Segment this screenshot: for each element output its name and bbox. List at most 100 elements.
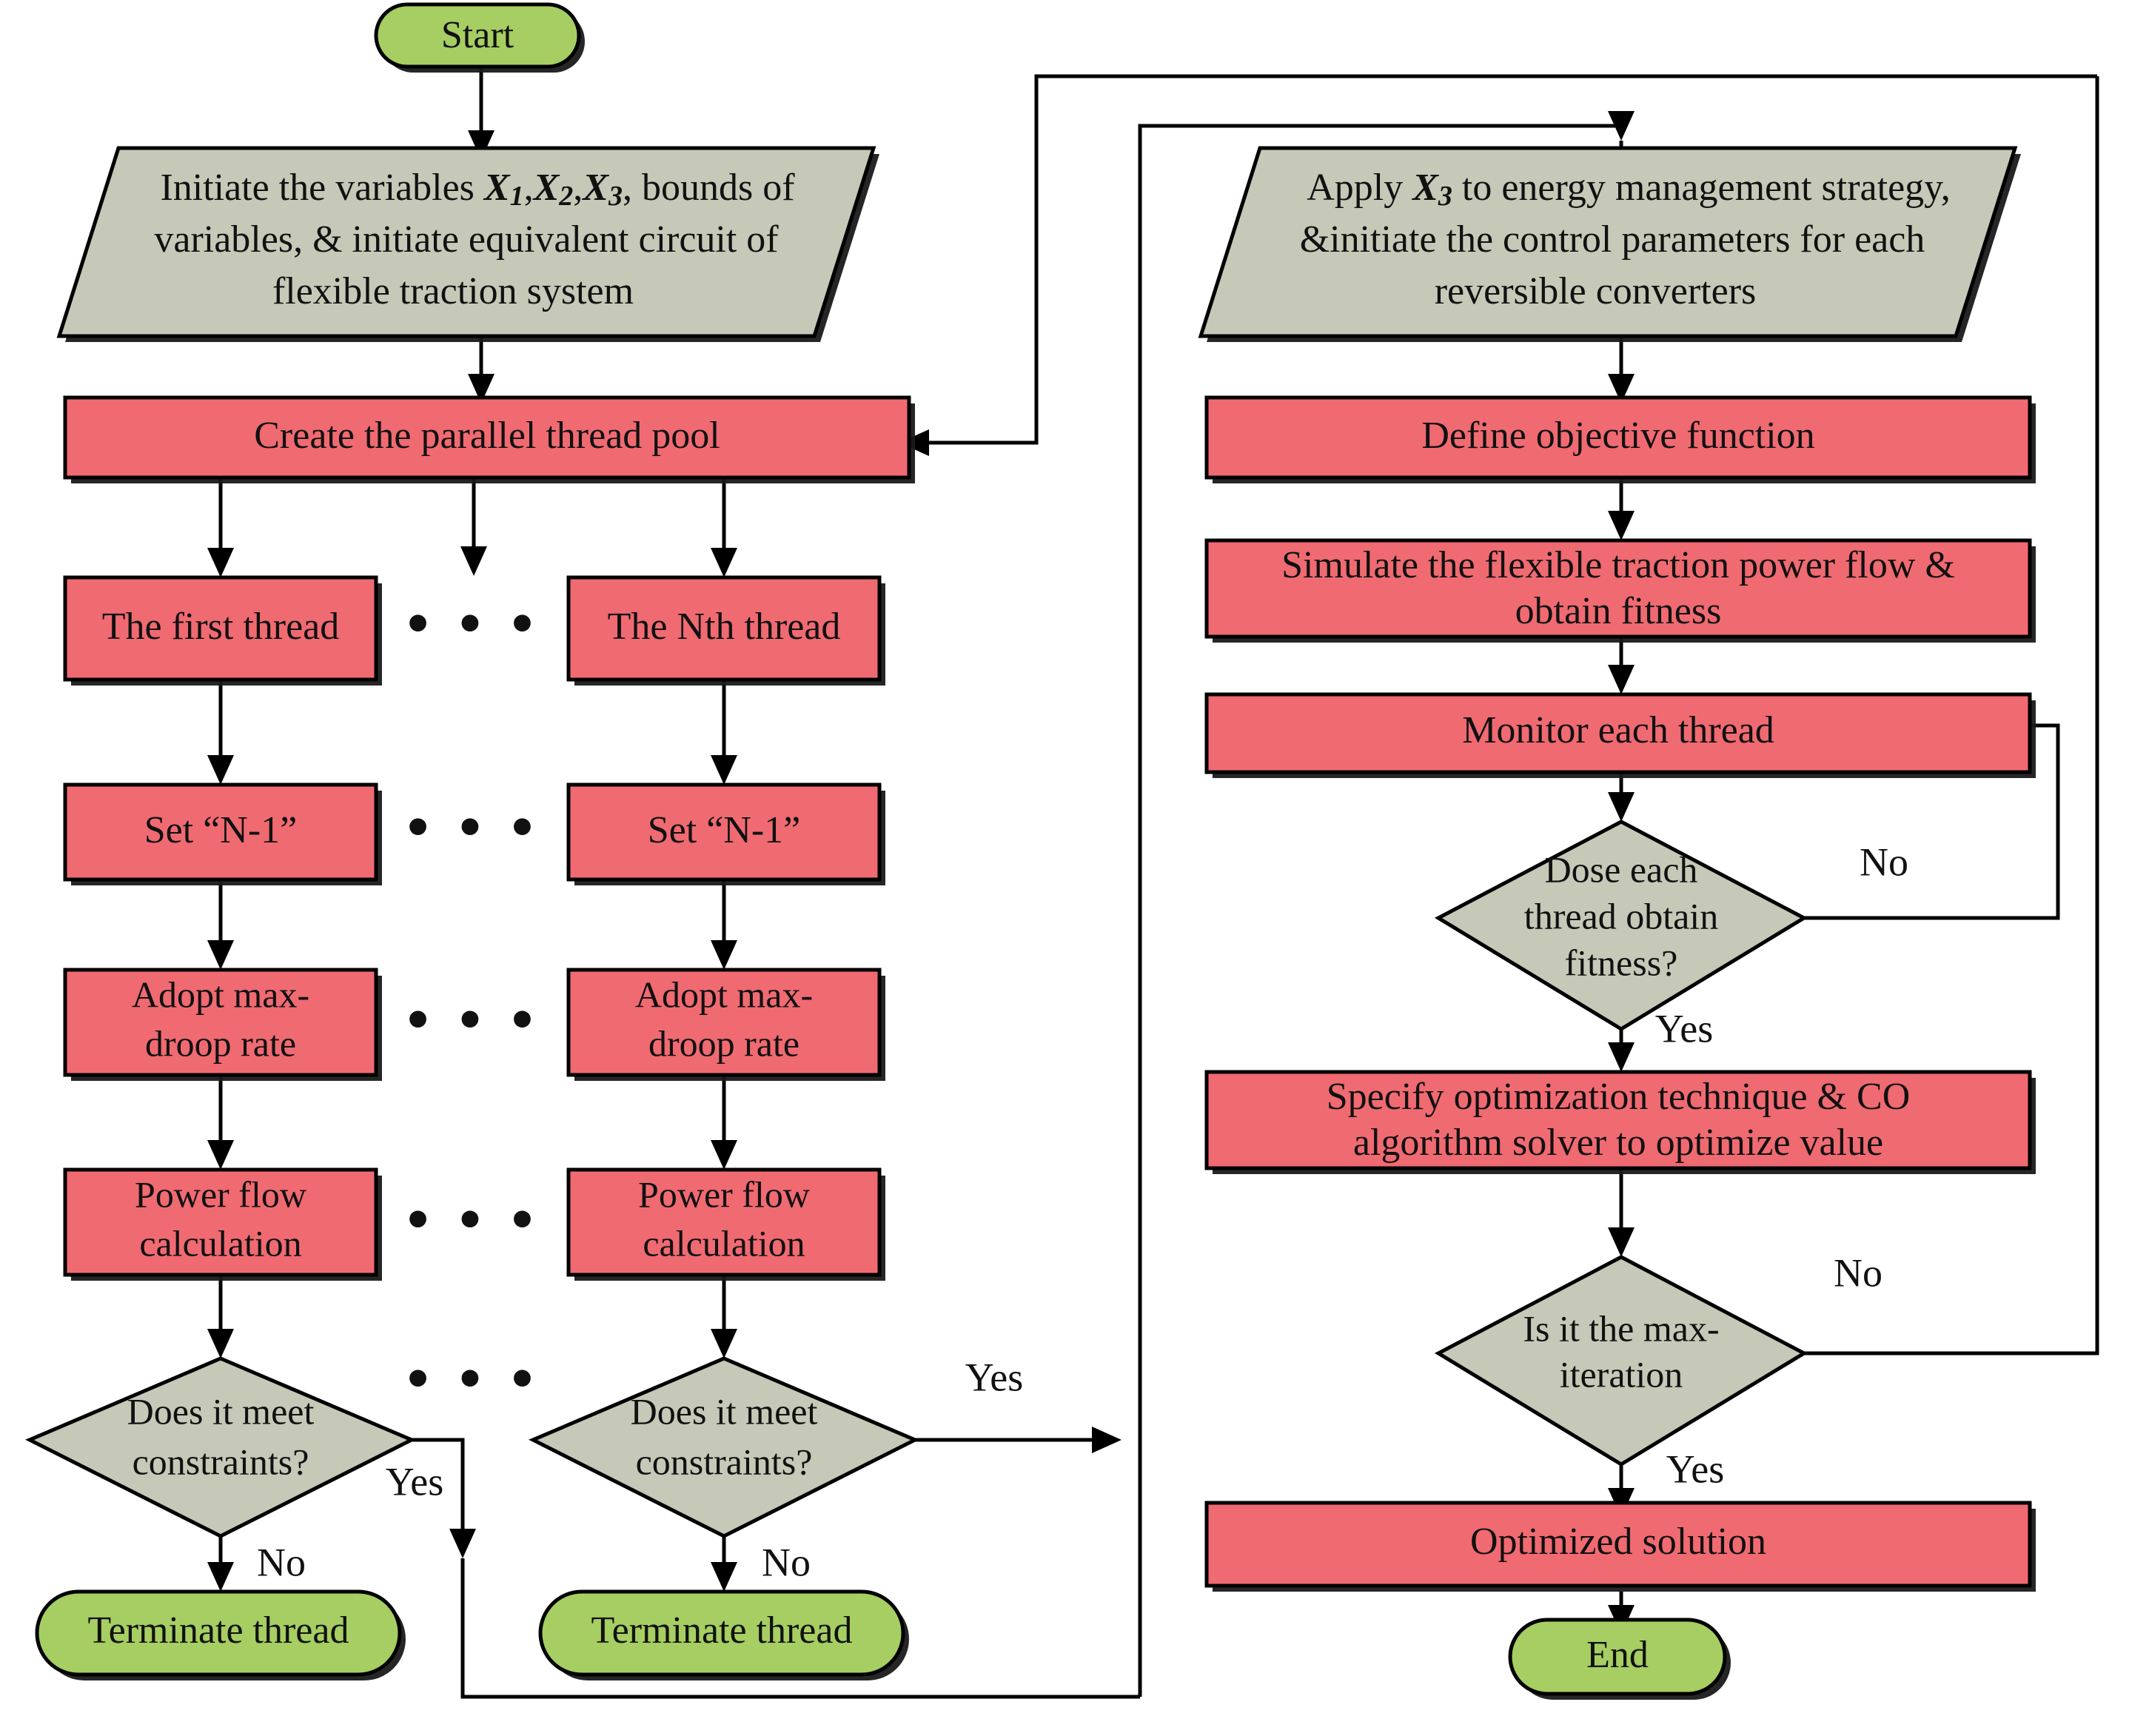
droopleft-line1: Adopt max- bbox=[132, 973, 309, 1015]
node-constraints-left[interactable]: Does it meet constraints? bbox=[25, 1356, 416, 1538]
label-no-max-iter: No bbox=[1834, 1250, 1883, 1295]
label-no-left-constraints: No bbox=[257, 1540, 306, 1584]
arrowhead-simulate-to-monitor bbox=[1608, 665, 1635, 694]
specify-line1: Specify optimization technique & CO bbox=[1327, 1076, 1911, 1118]
node-terminate-left[interactable]: Terminate thread bbox=[35, 1589, 406, 1680]
setn1right-label: Set “N-1” bbox=[648, 809, 800, 851]
node-set-n1-left[interactable]: Set “N-1” bbox=[63, 782, 382, 885]
init-line2: variables, & initiate equivalent circuit… bbox=[154, 218, 779, 261]
end-shape bbox=[1508, 1618, 1727, 1696]
maxiter-line1: Is it the max- bbox=[1523, 1307, 1719, 1349]
arrowhead-setn1-to-droop-right bbox=[711, 940, 737, 970]
maxiter-shape bbox=[1434, 1255, 1808, 1467]
node-start[interactable]: Start bbox=[374, 2, 585, 73]
droopleft-shape bbox=[63, 968, 378, 1077]
node-droop-left[interactable]: Adopt max- droop rate bbox=[63, 968, 382, 1081]
arrowhead-specify-to-maxiter bbox=[1608, 1227, 1635, 1257]
node-constraints-right[interactable]: Does it meet constraints? bbox=[529, 1356, 919, 1538]
node-first-thread[interactable]: The first thread bbox=[63, 575, 382, 686]
node-droop-right[interactable]: Adopt max- droop rate bbox=[566, 968, 885, 1081]
ellipsis-constraints: • • • bbox=[407, 1344, 540, 1412]
node-simulate[interactable]: Simulate the flexible traction power flo… bbox=[1204, 538, 2036, 643]
connector-layer bbox=[207, 68, 2099, 1699]
firstthread-label: The first thread bbox=[102, 606, 340, 648]
label-yes-fitness: Yes bbox=[1655, 1006, 1714, 1050]
termleft-label: Terminate thread bbox=[88, 1609, 349, 1652]
arrowhead-setn1-to-droop-left bbox=[207, 940, 234, 970]
node-terminate-right[interactable]: Terminate thread bbox=[538, 1589, 909, 1680]
simulate-line2: obtain fitness bbox=[1515, 590, 1722, 632]
node-nth-thread[interactable]: The Nth thread bbox=[566, 575, 885, 686]
node-initiate-variables[interactable]: Initiate the variables X1,X2,X3, bounds … bbox=[56, 146, 879, 342]
node-end[interactable]: End bbox=[1508, 1618, 1731, 1700]
constraintsleft-line1: Does it meet bbox=[127, 1390, 315, 1432]
pfleft-line1: Power flow bbox=[135, 1173, 306, 1215]
droopright-line2: droop rate bbox=[648, 1022, 799, 1064]
maxiter-line2: iteration bbox=[1560, 1353, 1683, 1395]
fitness-line1: Dose each bbox=[1545, 848, 1698, 890]
node-powerflow-left[interactable]: Power flow calculation bbox=[63, 1167, 382, 1281]
droopright-shape bbox=[566, 968, 882, 1077]
fitness-line3: fitness? bbox=[1565, 942, 1678, 983]
node-optimized-solution[interactable]: Optimized solution bbox=[1204, 1501, 2036, 1592]
monitor-label: Monitor each thread bbox=[1462, 709, 1774, 751]
specify-line2: algorithm solver to optimize value bbox=[1353, 1122, 1883, 1164]
setn1left-shape bbox=[63, 782, 378, 882]
pfright-line2: calculation bbox=[643, 1222, 805, 1264]
applyx3-line2: &initiate the control parameters for eac… bbox=[1300, 218, 1925, 261]
label-yes-max-iter: Yes bbox=[1666, 1447, 1725, 1491]
edge-constraints-yes-left-tail bbox=[460, 1558, 1140, 1699]
pool-shape bbox=[63, 395, 911, 480]
node-powerflow-right[interactable]: Power flow calculation bbox=[566, 1167, 885, 1281]
pfright-line1: Power flow bbox=[638, 1173, 810, 1215]
edge-outer-loop-to-pool bbox=[914, 74, 2097, 445]
applyx3-shape bbox=[1198, 146, 2018, 338]
arrowhead-applyx3-to-defineobj bbox=[1608, 374, 1635, 403]
arrowhead-pool-branch-right bbox=[711, 548, 737, 577]
node-specify-optimization[interactable]: Specify optimization technique & CO algo… bbox=[1204, 1070, 2036, 1174]
label-yes-right-constraints: Yes bbox=[965, 1355, 1024, 1399]
arrowhead-constraints-yes-left bbox=[449, 1529, 476, 1558]
arrowhead-firstthread-to-setn1 bbox=[207, 755, 234, 785]
ellipsis-layer: • • • • • • • • • • • • • • • bbox=[407, 589, 540, 1412]
simulate-line1: Simulate the flexible traction power flo… bbox=[1281, 544, 1955, 586]
start-label: Start bbox=[441, 14, 514, 56]
arrowhead-nththread-to-setn1 bbox=[711, 755, 737, 785]
arrowhead-constraints-yes-right bbox=[1092, 1427, 1122, 1453]
fitness-line2: thread obtain bbox=[1524, 895, 1718, 936]
termright-label: Terminate thread bbox=[591, 1609, 853, 1652]
node-thread-pool[interactable]: Create the parallel thread pool bbox=[63, 395, 915, 483]
label-yes-left-constraints: Yes bbox=[386, 1459, 444, 1504]
node-set-n1-right[interactable]: Set “N-1” bbox=[566, 782, 885, 885]
termleft-shape bbox=[35, 1589, 402, 1677]
ellipsis-setn1: • • • bbox=[407, 792, 540, 861]
arrowhead-droop-to-powerflow-left bbox=[207, 1140, 234, 1170]
droopleft-line2: droop rate bbox=[145, 1022, 296, 1064]
defineobj-label: Define objective function bbox=[1421, 415, 1814, 457]
node-max-iteration[interactable]: Is it the max- iteration bbox=[1434, 1255, 1808, 1467]
node-apply-x3[interactable]: Apply X3 to energy management strategy, … bbox=[1198, 146, 2021, 342]
start-shape bbox=[374, 2, 581, 69]
arrowhead-bus-to-applyx3 bbox=[1608, 111, 1635, 141]
nththread-shape bbox=[566, 575, 882, 682]
edge-label-layer: Yes No Yes No No Yes No Yes bbox=[257, 839, 1908, 1584]
arrowhead-pool-branch-mid bbox=[460, 546, 487, 576]
node-define-objective[interactable]: Define objective function bbox=[1204, 395, 2036, 483]
nththread-label: The Nth thread bbox=[608, 606, 841, 648]
node-fitness-check[interactable]: Dose each thread obtain fitness? bbox=[1434, 820, 1808, 1031]
arrowhead-powerflow-to-constraints-right bbox=[711, 1329, 737, 1358]
init-line1: Initiate the variables X1,X2,X3, bounds … bbox=[160, 167, 795, 212]
simulate-shape bbox=[1204, 538, 2032, 639]
arrowhead-start-to-init bbox=[468, 130, 494, 160]
optimized-shape bbox=[1204, 1501, 2032, 1588]
node-monitor[interactable]: Monitor each thread bbox=[1204, 692, 2036, 778]
setn1left-label: Set “N-1” bbox=[144, 809, 297, 851]
termright-shape bbox=[538, 1589, 905, 1677]
pool-label: Create the parallel thread pool bbox=[254, 415, 720, 457]
init-line3: flexible traction system bbox=[272, 270, 634, 312]
edge-constraints-yes-left bbox=[412, 1438, 465, 1544]
ellipsis-droop: • • • bbox=[407, 985, 540, 1053]
arrowhead-powerflow-to-constraints-left bbox=[207, 1329, 234, 1358]
arrowhead-fitness-yes bbox=[1608, 1042, 1635, 1072]
